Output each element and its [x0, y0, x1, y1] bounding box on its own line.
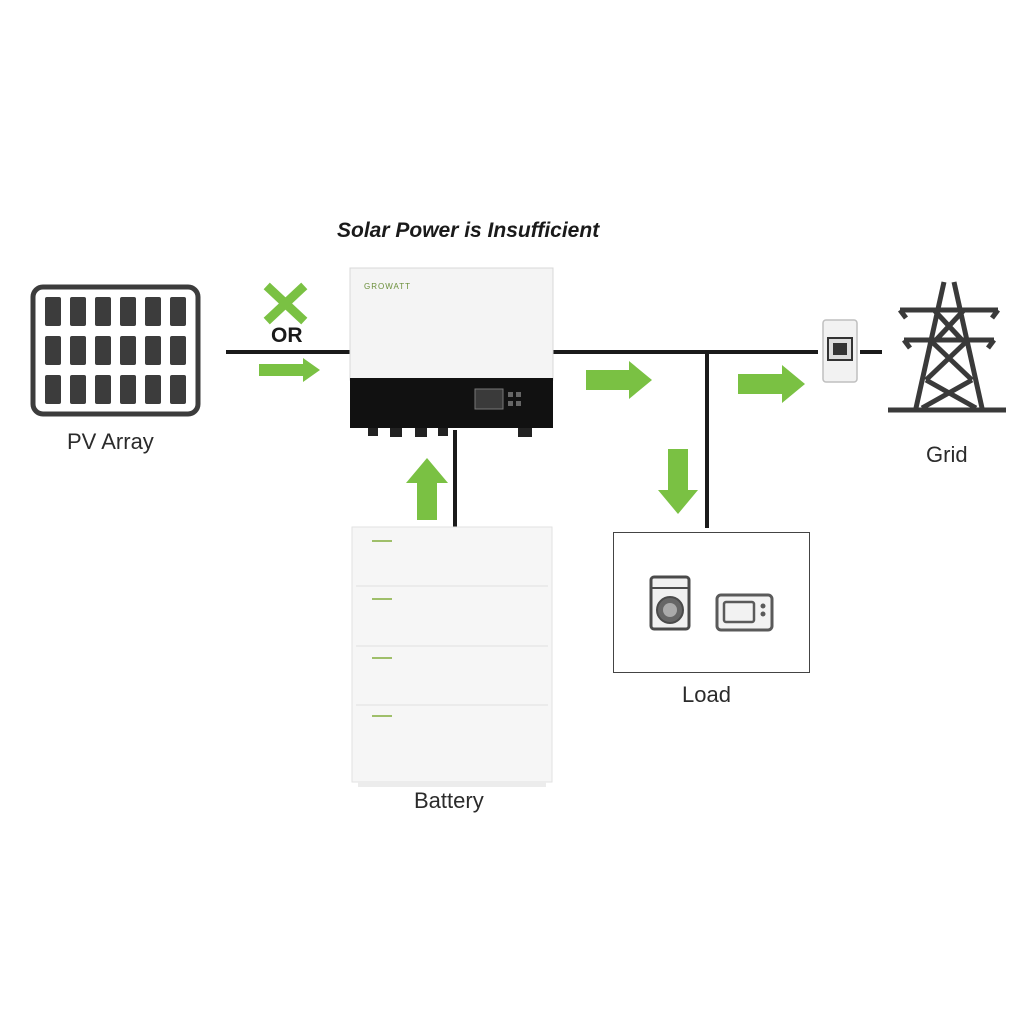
- inverter-brand: GROWATT: [364, 282, 411, 291]
- microwave-icon: [715, 593, 774, 632]
- grid-label: Grid: [926, 442, 968, 467]
- inverter-display: [474, 388, 504, 410]
- or-label: OR: [271, 324, 303, 347]
- diagram-title: Solar Power is Insufficient: [337, 219, 600, 242]
- battery-icon: [351, 526, 553, 787]
- flow-arrows: [259, 358, 805, 520]
- meter-icon: [822, 319, 858, 383]
- solar-cells: [45, 297, 186, 404]
- arrow-right-inverter: [586, 361, 652, 399]
- arrow-right-pv: [259, 358, 320, 382]
- arrow-down-load: [658, 449, 698, 514]
- connection-lines: [226, 350, 882, 528]
- inverter-icon: [349, 267, 554, 437]
- washing-machine-icon: [649, 575, 691, 631]
- battery-label: Battery: [414, 788, 484, 813]
- arrow-up-battery: [406, 458, 448, 520]
- load-label: Load: [682, 682, 731, 707]
- arrow-right-grid: [738, 365, 805, 403]
- cross-icon: [263, 282, 308, 325]
- solar-panel-icon: [30, 284, 201, 417]
- load-box: [613, 532, 810, 673]
- pylon-icon: [888, 281, 1006, 413]
- pv-array-label: PV Array: [67, 429, 154, 454]
